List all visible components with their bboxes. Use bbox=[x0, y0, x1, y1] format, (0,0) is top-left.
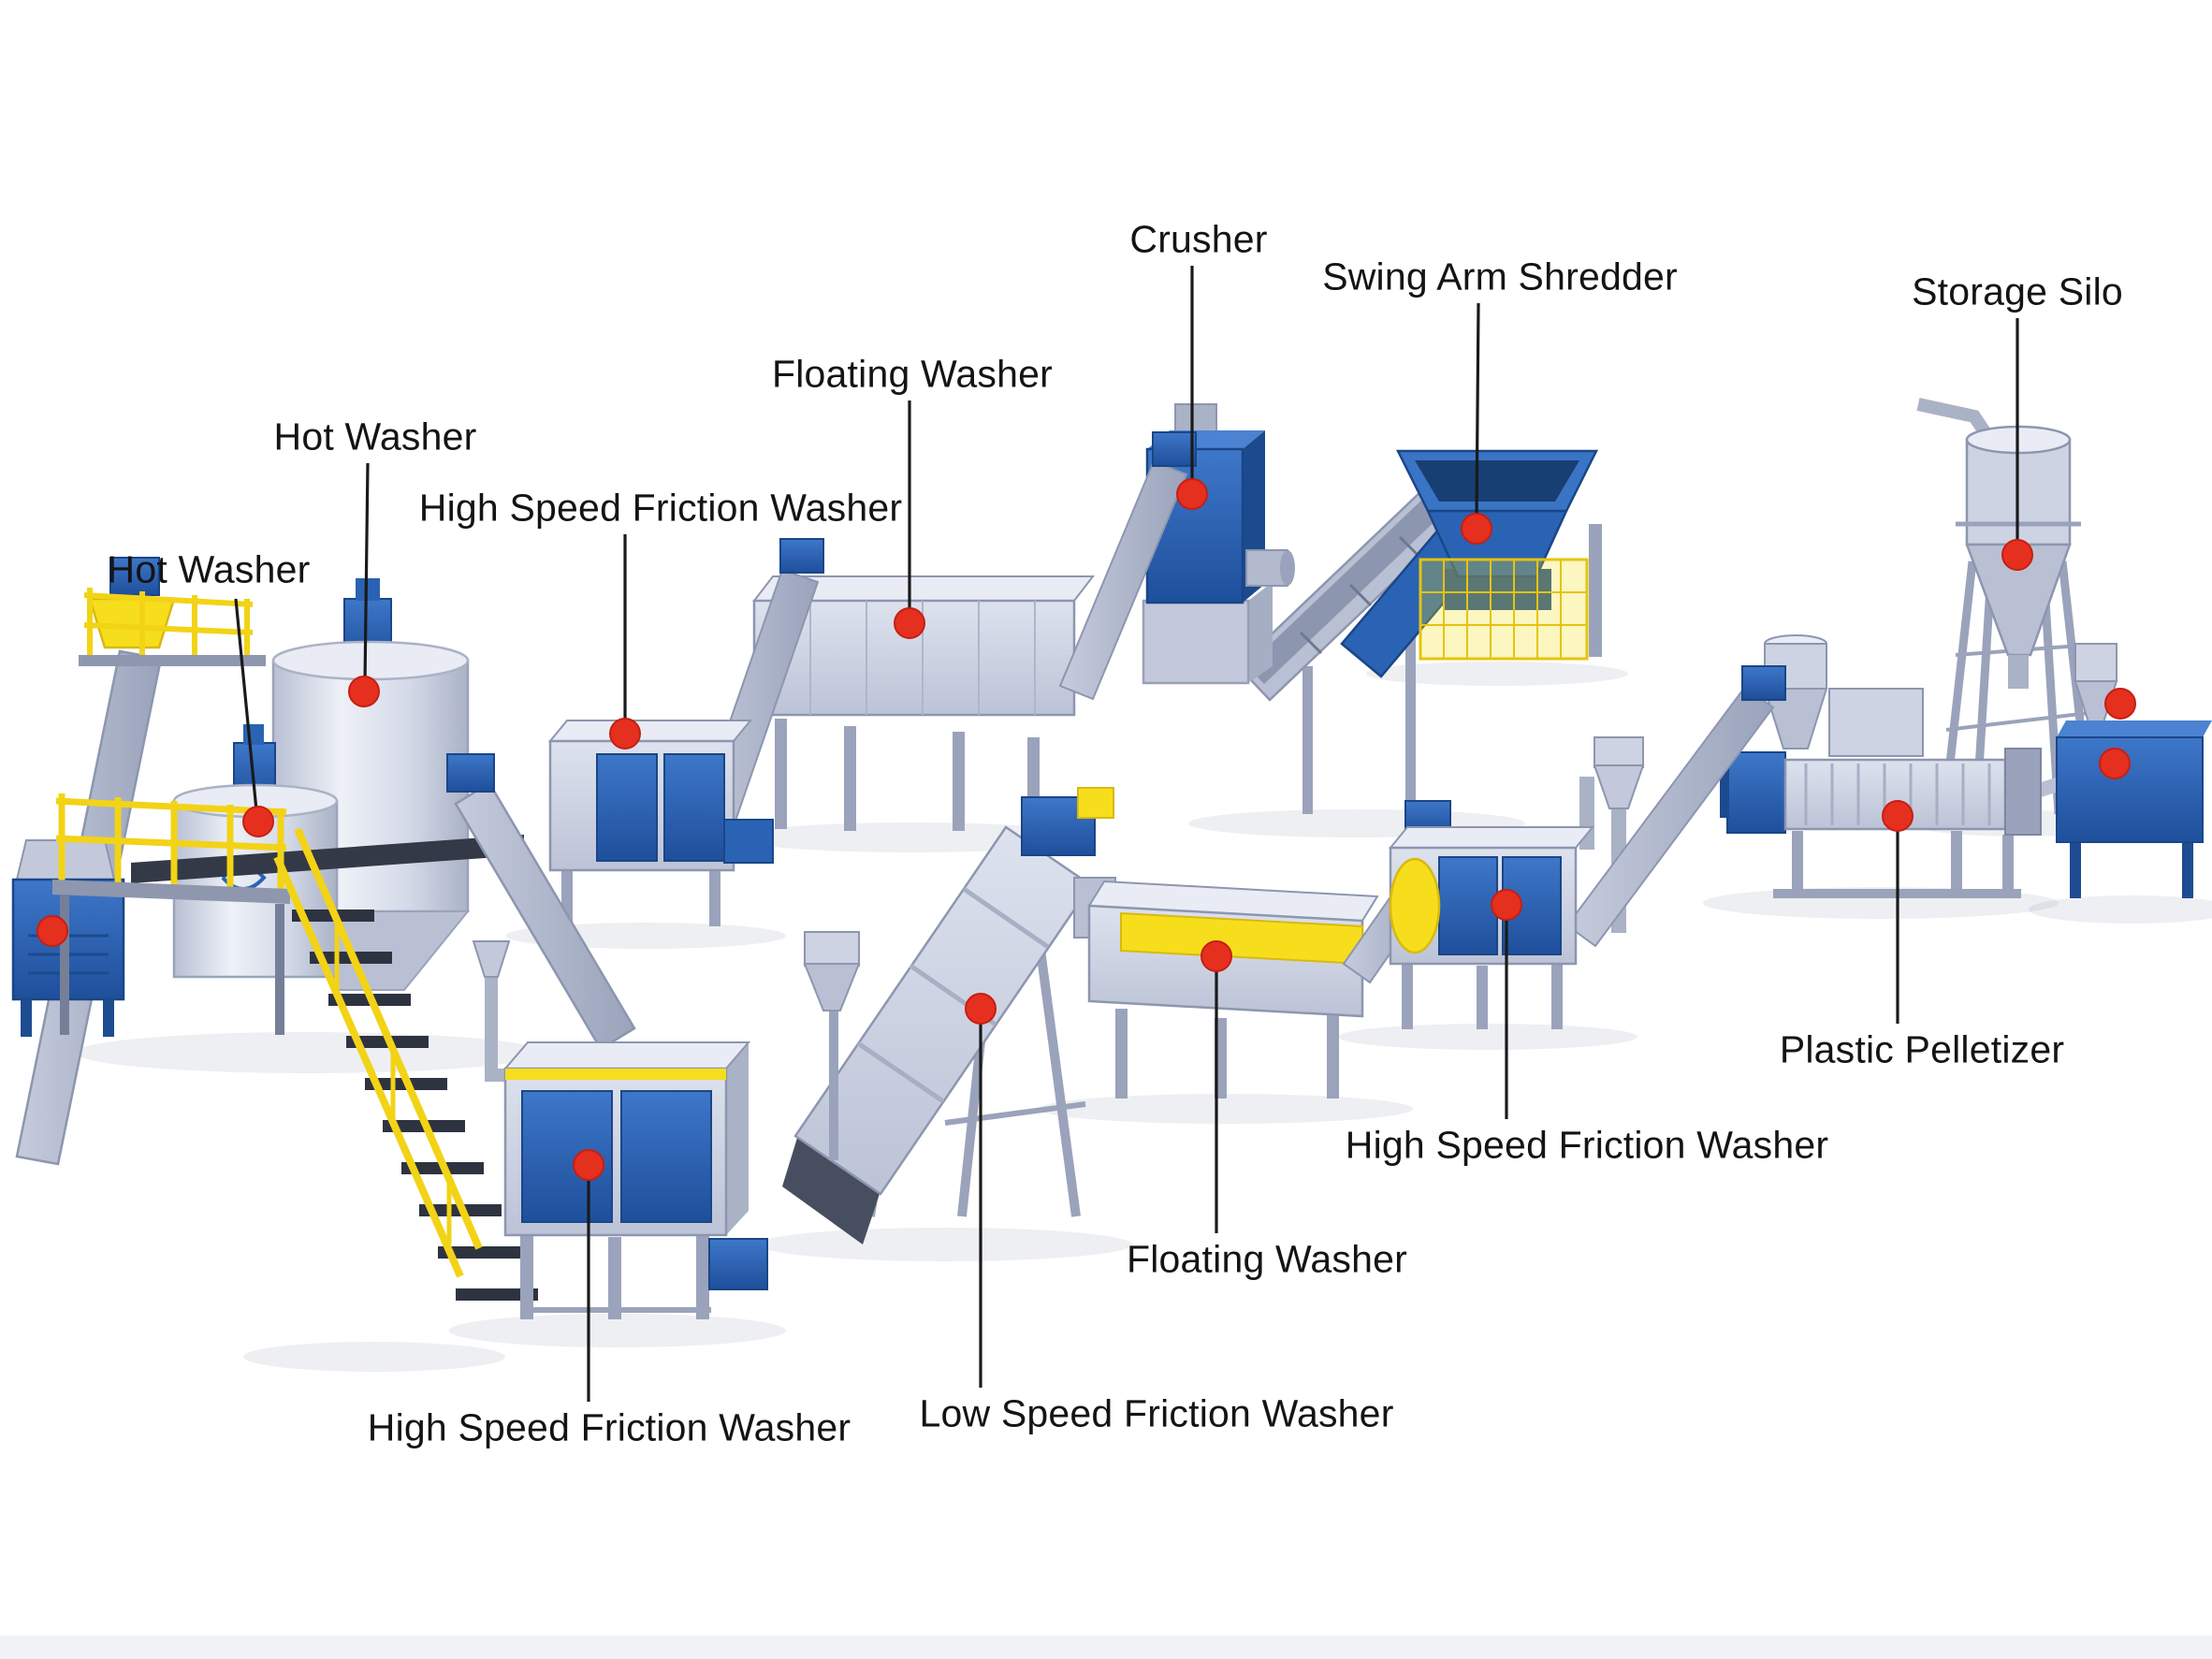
machine-friction-washer-top-left bbox=[547, 720, 774, 926]
label-plastic-pelletizer: Plastic Pelletizer bbox=[1779, 1027, 2065, 1071]
label-low-speed-friction-washer: Low Speed Friction Washer bbox=[919, 1391, 1394, 1435]
machine-friction-washer-bottom-left bbox=[472, 940, 768, 1319]
machine-swing-arm-shredder bbox=[1340, 449, 1602, 678]
label-swing-arm-shredder: Swing Arm Shredder bbox=[1322, 255, 1678, 298]
belt-conveyor bbox=[1236, 468, 1477, 814]
machine-floating-washer-bottom bbox=[1073, 868, 1437, 1099]
machine-granule-storage-box bbox=[2012, 643, 2212, 898]
label-hot-washer-upper: Hot Washer bbox=[273, 415, 477, 458]
label-high-speed-friction-washer-bottom: High Speed Friction Washer bbox=[367, 1405, 851, 1449]
stairs bbox=[273, 827, 538, 1301]
label-hot-washer-left: Hot Washer bbox=[107, 547, 311, 591]
label-crusher: Crusher bbox=[1129, 217, 1268, 261]
label-high-speed-friction-washer-right: High Speed Friction Washer bbox=[1345, 1123, 1829, 1167]
label-floating-washer-bottom: Floating Washer bbox=[1127, 1237, 1407, 1281]
page-bottom-strip bbox=[0, 1636, 2212, 1659]
label-floating-washer-top: Floating Washer bbox=[772, 352, 1053, 396]
machine-low-speed-friction-washer bbox=[782, 787, 1114, 1244]
label-storage-silo: Storage Silo bbox=[1912, 269, 2123, 313]
machine-friction-washer-right bbox=[1388, 777, 1595, 1029]
screw-conveyor-to-pelletizer bbox=[1565, 665, 1786, 948]
label-high-speed-friction-washer-top: High Speed Friction Washer bbox=[418, 486, 903, 530]
